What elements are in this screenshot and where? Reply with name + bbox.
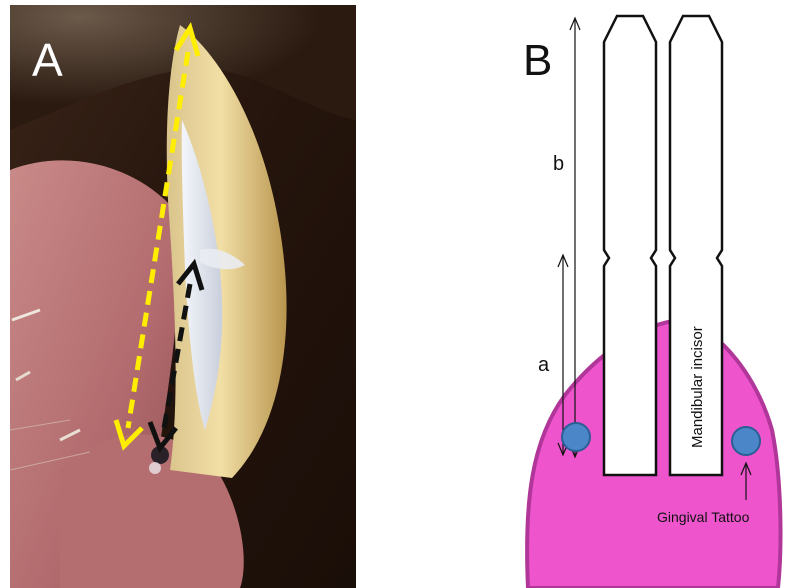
panel-a-label: A	[32, 34, 63, 86]
incisor-left	[604, 16, 656, 475]
label-b: b	[553, 153, 564, 175]
tattoo-label: Gingival Tattoo	[657, 509, 750, 525]
tattoo-right	[732, 427, 760, 455]
panel-a-photo: A	[10, 5, 356, 588]
label-a: a	[538, 354, 550, 376]
tattoo-glare	[149, 462, 161, 474]
panel-b-diagram: B b a Mandibular incisor Gingival Tattoo	[523, 16, 780, 588]
tattoo-left	[562, 423, 590, 451]
incisor-label: Mandibular incisor	[689, 326, 706, 448]
panel-b-label: B	[523, 36, 552, 85]
